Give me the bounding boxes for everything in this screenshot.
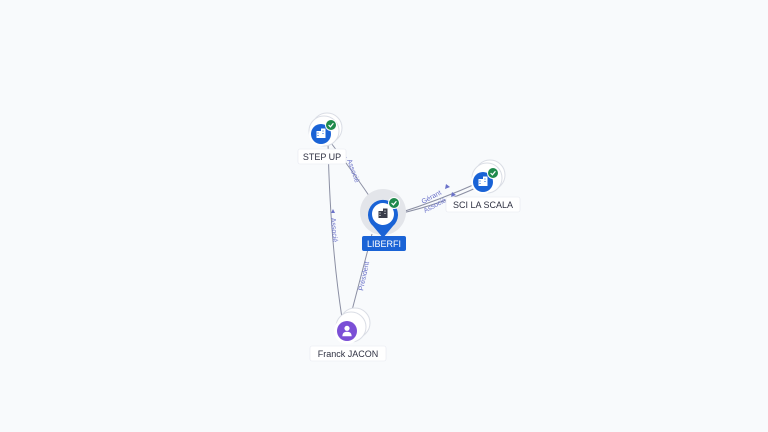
check-icon [388,197,400,209]
edge-label: Associé [345,158,360,184]
node-sci-la-scala[interactable]: SCI LA SCALA [445,159,521,213]
node-step-up[interactable]: STEP UP [297,112,347,165]
building-icon [378,208,388,218]
person-badge [337,321,357,341]
node-label: LIBERFI [367,239,401,249]
edge-franck-stepup[interactable]: Associé [327,141,343,319]
edge-label: Président [358,261,371,291]
check-icon [325,119,337,131]
arrow-icon [445,184,450,189]
check-icon [487,167,499,179]
building-icon [316,128,326,138]
node-label: SCI LA SCALA [453,200,513,210]
node-franck-jacon[interactable]: Franck JACON [309,307,387,362]
person-icon [342,325,352,337]
arrow-icon [331,209,335,213]
node-label: Franck JACON [318,349,379,359]
node-liberfi[interactable]: LIBERFI [360,189,406,251]
node-label: STEP UP [303,152,341,162]
building-icon [478,176,488,186]
edge-label: Associé [329,218,338,243]
arrow-icon [451,192,456,197]
